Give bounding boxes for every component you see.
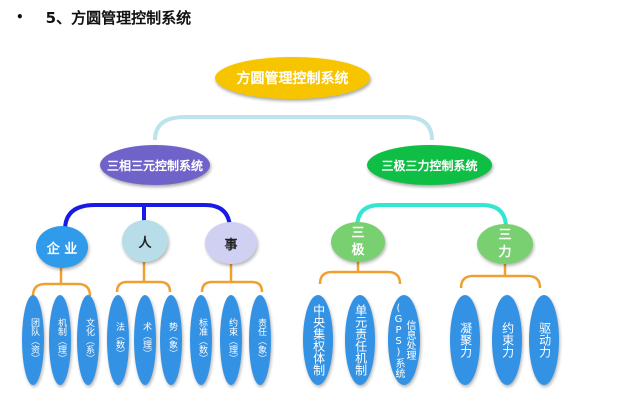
leaf-responsibility: 责任（象）	[249, 295, 271, 385]
leaf-central-authority: 中央集权体制	[303, 295, 333, 385]
section-heading: • 5、方圆管理控制系统	[10, 4, 191, 30]
three-forces-line-1: 三	[498, 228, 512, 243]
node-three-forces: 三 力	[477, 224, 533, 264]
node-enterprise: 企 业	[36, 226, 88, 268]
leaf-cohesion: 凝聚力	[450, 295, 480, 385]
connector-root	[153, 115, 434, 141]
bracket-matter	[200, 264, 264, 293]
node-three-poles: 三 极	[331, 222, 385, 262]
root-node: 方圆管理控制系统	[215, 57, 370, 99]
branch-three-phase: 三相三元控制系统	[100, 145, 210, 185]
bracket-three-forces	[459, 264, 542, 289]
bracket-three-poles	[318, 262, 402, 285]
bracket-person	[115, 262, 172, 293]
leaf-technique: 术（理）	[134, 295, 156, 385]
connector-right-branch	[355, 203, 508, 229]
connector-left-branch	[63, 203, 232, 231]
leaf-standard: 标准（数）	[190, 295, 212, 385]
leaf-constraint: 约束（理）	[220, 295, 242, 385]
branch-three-poles: 三极三力控制系统	[367, 145, 492, 185]
leaf-momentum: 势（象）	[160, 295, 182, 385]
bullet: •	[16, 10, 24, 24]
leaf-mechanism: 机制（理）	[49, 295, 71, 385]
heading-text: 5、方圆管理控制系统	[45, 8, 192, 27]
three-forces-line-2: 力	[498, 245, 512, 260]
leaf-unit-responsibility: 单元责任机制	[345, 295, 375, 385]
leaf-info-processing: 信息处理(GPS)系统	[388, 295, 420, 385]
leaf-culture: 文化（系）	[77, 295, 99, 385]
leaf-restraint: 约束力	[492, 295, 522, 385]
leaf-drive: 驱动力	[529, 295, 559, 385]
three-poles-line-1: 三	[351, 226, 365, 241]
three-poles-line-2: 极	[351, 243, 365, 258]
leaf-team: 团队（资）	[22, 295, 44, 385]
node-matter: 事	[205, 222, 257, 264]
node-person: 人	[122, 220, 168, 262]
bracket-enterprise	[31, 268, 92, 297]
leaf-law: 法（数）	[107, 295, 129, 385]
